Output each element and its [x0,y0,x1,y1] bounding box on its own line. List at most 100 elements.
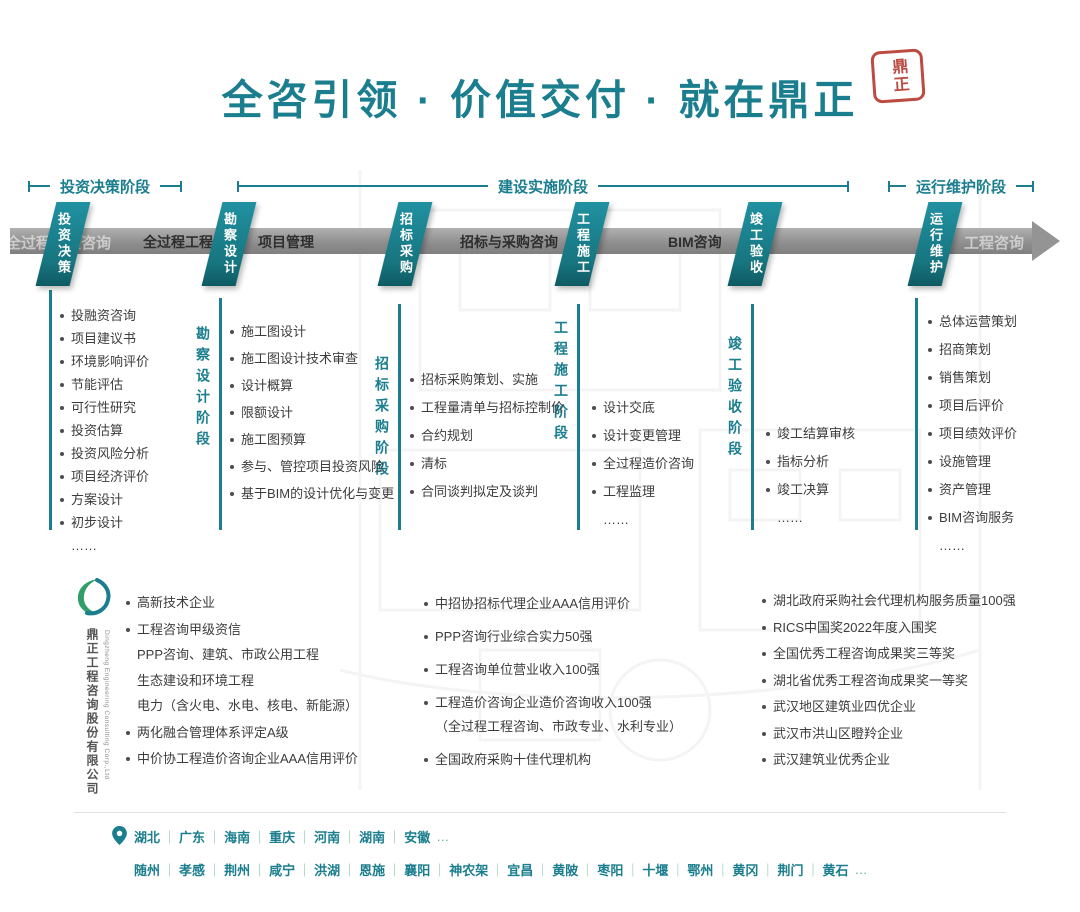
list-item: 施工图预算 [230,430,420,449]
column-construction-items: 设计交底设计变更管理全过程造价咨询工程监理…… [592,398,747,538]
phase-label: 运行维护阶段 [916,178,1007,196]
page-title: 全咨引领 · 价值交付 · 就在鼎正 [221,77,859,123]
list-item: 初步设计 [60,513,225,532]
location-name: 黄石 [822,863,849,878]
list-item: 总体运营策划 [928,312,1073,331]
list-item: 投资风险分析 [60,444,225,463]
footer-cities-row: 随州孝感荆州咸宁洪湖恩施襄阳神农架宜昌黄陂枣阳十堰鄂州黄冈荆门黄石 … [134,860,1034,879]
honor-item: 全国优秀工程咨询成果奖三等奖 [762,641,1067,668]
bracket-line [1016,185,1033,187]
list-item: …… [777,510,803,525]
bullet-dot [230,357,234,361]
bullet-dot [60,314,64,318]
bracket-line [598,185,848,187]
bullet-dot [424,668,428,672]
list-item: 投融资咨询 [60,306,225,325]
honors-column-qualifications: 高新技术企业工程咨询甲级资信 PPP咨询、建筑、市政公用工程 生态建设和环境工程… [126,590,431,773]
list-item: 销售策划 [928,368,1073,387]
bullet-dot [928,376,932,380]
bullet-dot [424,758,428,762]
honor-item: RICS中国奖2022年度入围奖 [762,615,1067,642]
stage-header-survey-design: 勘察设计阶段 [195,326,211,452]
process-arrow-band [10,228,1032,254]
list-item: 工程监理 [592,482,747,501]
column-divider-line [577,304,580,530]
column-divider-line [915,298,918,530]
list-item: 合同谈判拟定及谈判 [410,482,595,501]
bullet-dot [410,378,414,382]
list-item: 项目后评价 [928,396,1073,415]
column-divider-line [219,298,222,530]
building-plan-watermark [339,170,982,790]
list-item: 环境影响评价 [60,352,225,371]
honor-item: PPP咨询行业综合实力50强 [424,625,724,649]
list-item: 可行性研究 [60,398,225,417]
list-item: …… [603,512,629,527]
bullet-dot [60,498,64,502]
column-completion-items: 竣工结算审核指标分析竣工决算…… [766,424,916,536]
stage-header-completion: 竣工验收阶段 [727,336,743,462]
bullet-dot [928,320,932,324]
bullet-dot [126,757,130,761]
location-name: 随州 [134,860,179,879]
phase-label: 建设实施阶段 [498,178,589,196]
list-item: 设计概算 [230,376,420,395]
bullet-dot [230,492,234,496]
company-name-english: Dingzheng Engineering Consulting Corp.,L… [103,630,110,780]
list-item: 施工图设计技术审查 [230,349,420,368]
bullet-dot [766,460,770,464]
location-name: 宜昌 [507,860,552,879]
more-ellipsis: … [854,862,868,877]
bracket-line [30,185,50,187]
bracket-cap [237,180,239,192]
location-name: 荆州 [224,860,269,879]
bullet-dot [230,438,234,442]
bullet-dot [766,488,770,492]
location-pin-icon [112,826,127,845]
bullet-dot [592,406,596,410]
location-name: 湖北 [134,827,179,846]
column-survey-design-items: 施工图设计施工图设计技术审查设计概算限额设计施工图预算参与、管控项目投资风险基于… [230,322,420,511]
location-name: 恩施 [359,860,404,879]
list-item: 清标 [410,454,595,473]
bullet-dot [928,404,932,408]
location-name: 咸宁 [269,860,314,879]
bullet-dot [60,406,64,410]
bullet-dot [928,516,932,520]
honor-item: 中招协招标代理企业AAA信用评价 [424,592,724,616]
list-item: 竣工决算 [766,480,916,499]
flag-label: 工程施工 [574,212,590,276]
honor-item: 工程造价咨询企业造价咨询收入100强 （全过程工程咨询、市政专业、水利专业） [424,691,724,739]
stage-header-construction: 工程施工阶段 [553,320,569,446]
bullet-dot [592,490,596,494]
list-item: 施工图设计 [230,322,420,341]
bullet-dot [60,383,64,387]
bullet-dot [410,462,414,466]
location-name: 洪湖 [314,860,359,879]
column-bidding-items: 招标采购策划、实施工程量清单与招标控制价合约规划清标合同谈判拟定及谈判 [410,370,595,510]
seal-text: 鼎正 [888,57,909,95]
list-item: 资产管理 [928,480,1073,499]
flag-label: 竣工验收 [747,212,763,276]
bullet-dot [126,627,130,632]
bullet-dot [60,475,64,479]
honor-item: 武汉地区建筑业四优企业 [762,694,1067,721]
location-name: 重庆 [269,827,314,846]
honor-item: 高新技术企业 [126,590,431,616]
list-item: 方案设计 [60,490,225,509]
band-watermark-right: 工程咨询 [964,235,1025,252]
bullet-dot [762,731,766,736]
list-item: 设计交底 [592,398,747,417]
bullet-dot [230,330,234,334]
list-item: 项目经济评价 [60,467,225,486]
honor-item: 两化融合管理体系评定A级 [126,720,431,746]
bracket-cap [1032,180,1035,192]
flag-label: 运行维护 [927,212,943,276]
location-name: 荆门 [777,860,822,879]
location-name: 广东 [179,827,224,846]
bullet-dot [424,635,428,639]
more-ellipsis: … [436,829,450,844]
